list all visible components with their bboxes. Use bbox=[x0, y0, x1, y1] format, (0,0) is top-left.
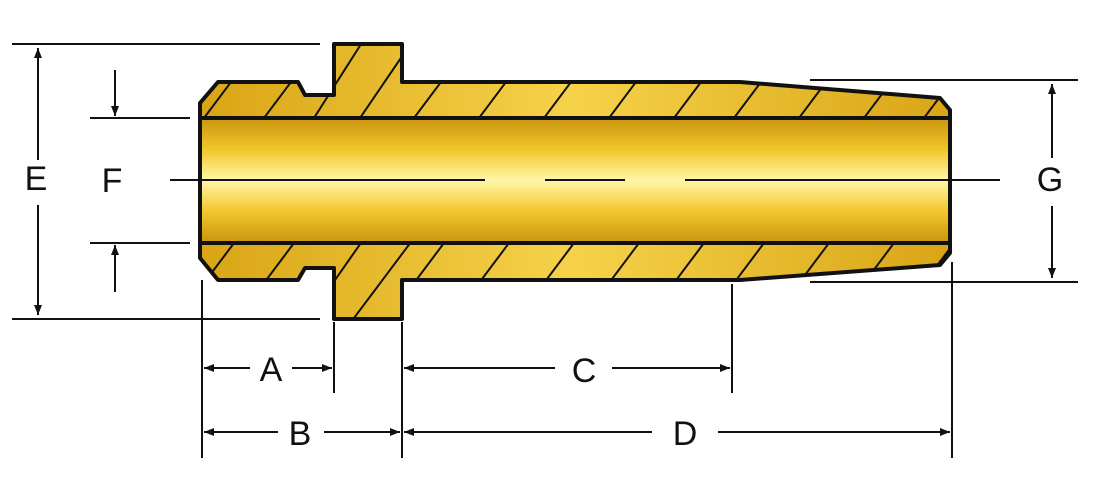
dimension-label-e: E bbox=[25, 160, 48, 198]
dimension-label-b: B bbox=[289, 415, 312, 453]
bottom-wall-section bbox=[198, 241, 952, 321]
dimension-label-c: C bbox=[572, 352, 597, 390]
dimension-label-f: F bbox=[102, 162, 123, 200]
dimension-label-g: G bbox=[1037, 161, 1063, 199]
dimension-label-d: D bbox=[673, 415, 698, 453]
dimension-label-a: A bbox=[260, 351, 283, 389]
extension-lines bbox=[12, 43, 1078, 458]
